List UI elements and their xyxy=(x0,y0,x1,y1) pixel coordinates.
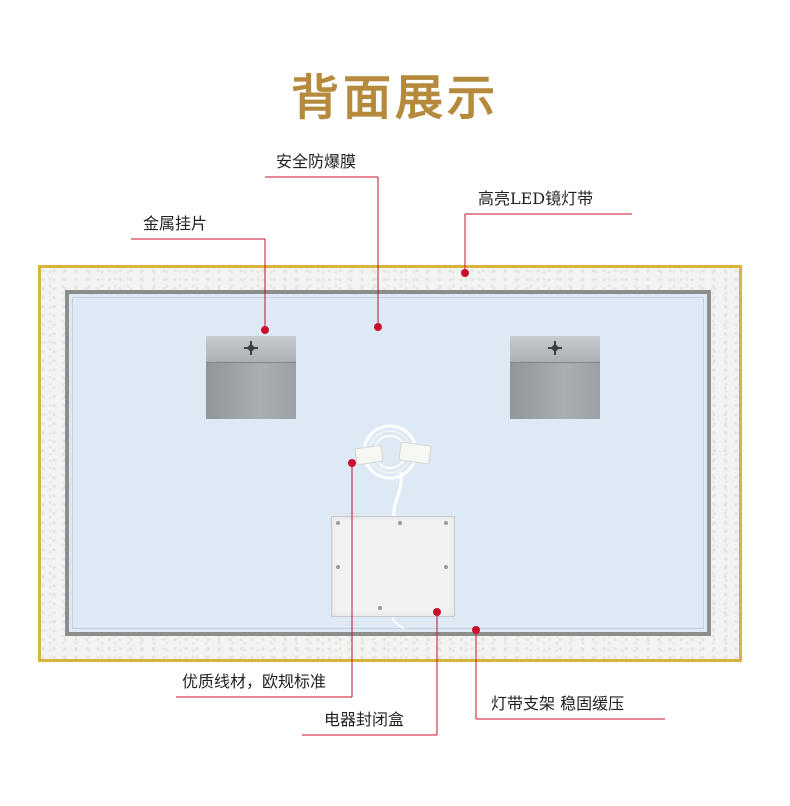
callout-dot xyxy=(433,608,441,616)
callout-dot xyxy=(261,326,269,334)
label-safety-film: 安全防爆膜 xyxy=(276,152,357,171)
keyhole-icon xyxy=(548,341,562,355)
callout-dot xyxy=(348,459,356,467)
label-wire: 优质线材，欧规标准 xyxy=(182,672,327,691)
safety-film xyxy=(72,297,704,629)
metal-bracket-left xyxy=(206,336,296,419)
keyhole-icon xyxy=(244,341,258,355)
callout-dot xyxy=(374,323,382,331)
label-strip-holder: 灯带支架 稳固缓压 xyxy=(491,694,625,713)
metal-bracket-right xyxy=(510,336,600,419)
callout-dot xyxy=(461,269,469,277)
callout-dot xyxy=(472,626,480,634)
label-metal-bracket: 金属挂片 xyxy=(143,214,208,233)
label-led-strip: 高亮LED镜灯带 xyxy=(478,189,594,208)
page-title: 背面展示 xyxy=(290,70,499,126)
label-electrical-box: 电器封闭盒 xyxy=(324,710,405,729)
